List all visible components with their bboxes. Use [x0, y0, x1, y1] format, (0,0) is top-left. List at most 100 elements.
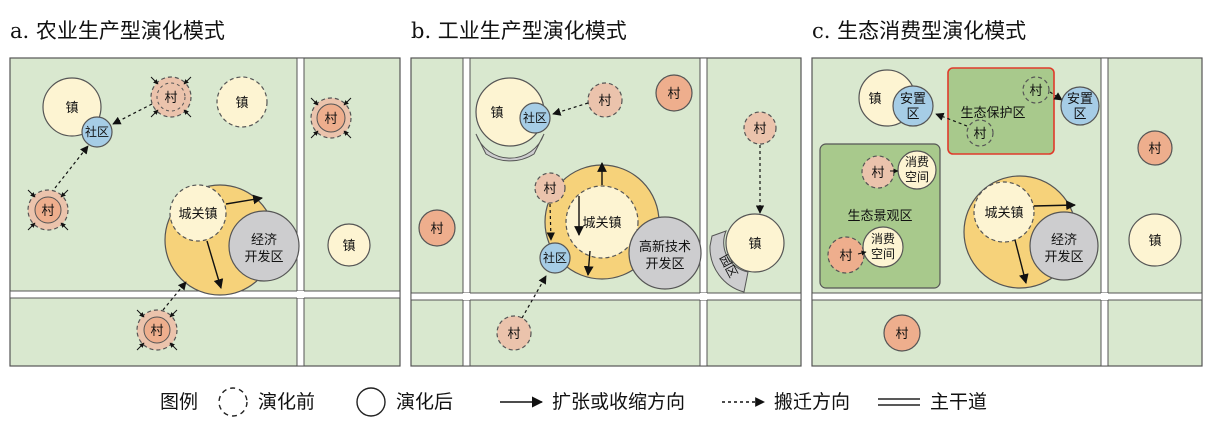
hightech-zone-circle — [628, 216, 702, 290]
resettlement-label: 区 — [1073, 107, 1086, 122]
legend-road-label: 主干道 — [930, 391, 987, 413]
legend-after-symbol — [356, 387, 386, 417]
relocation-arrow — [54, 145, 89, 189]
expansion-arrow — [206, 240, 224, 289]
county-town-label: 城关镇 — [582, 216, 621, 231]
econ-zone-label: 经济 — [251, 233, 277, 248]
county-town-label: 城关镇 — [984, 206, 1023, 221]
panel-b: 镇 社区 村 村 城关镇 高新技术 开发区 村 — [410, 57, 802, 367]
town-label: 镇 — [235, 96, 248, 111]
community-label: 社区 — [85, 124, 109, 139]
resettlement-label: 安置 — [900, 92, 926, 107]
town-before-circle: 镇 — [216, 76, 268, 128]
expansion-arrow — [225, 194, 263, 205]
legend-road-symbol — [878, 398, 920, 406]
village-label: 村 — [753, 122, 766, 137]
panel-c: 镇 安置 区 生态保护区 村 村 安置 区 生态景观区 村 — [811, 57, 1203, 367]
community-circle — [519, 102, 551, 134]
eco-landscape-label: 生态景观区 — [847, 209, 912, 224]
town-group: 镇 社区 — [475, 77, 551, 162]
village-label: 村 — [430, 222, 443, 237]
consumption-space-circle — [862, 226, 904, 268]
county-town-group: 城关镇 经济 开发区 — [963, 175, 1099, 289]
village-label: 村 — [1029, 84, 1042, 99]
relocation-arrow — [546, 203, 555, 241]
eco-landscape-zone: 生态景观区 村 消费 空间 村 消费 空间 — [819, 143, 941, 289]
consumption-label: 消费 — [905, 155, 929, 169]
legend-relocation-label: 搬迁方向 — [774, 391, 850, 413]
village-before-circle: 村 — [150, 76, 192, 118]
resettlement-label: 区 — [906, 107, 919, 122]
expansion-arrow — [1033, 200, 1076, 211]
main-road — [811, 57, 1203, 367]
consumption-label: 空间 — [871, 247, 895, 261]
town-circle: 镇 — [327, 223, 371, 267]
village-before-circle: 村 — [534, 172, 566, 204]
resettlement-circle: 安置 区 — [892, 85, 934, 127]
econ-zone-label: 开发区 — [1044, 249, 1083, 265]
village-label: 村 — [667, 87, 680, 102]
econ-zone-label: 经济 — [1051, 233, 1077, 248]
legend-title: 图例 — [160, 391, 198, 413]
community-label: 社区 — [523, 110, 547, 125]
panel-b-title: b. 工业生产型演化模式 — [411, 19, 627, 43]
village-circle: 村 — [1137, 130, 1173, 166]
county-town-label: 城关镇 — [178, 207, 217, 222]
legend-after-label: 演化后 — [396, 391, 453, 413]
relocation-arrow — [521, 275, 547, 319]
county-town-group: 城关镇 高新技术 开发区 — [544, 162, 702, 290]
town-label: 镇 — [748, 237, 761, 252]
consumption-label: 消费 — [871, 232, 895, 246]
relocation-arrow — [162, 281, 187, 311]
econ-zone-label: 开发区 — [244, 249, 283, 265]
relocation-arrow — [1049, 91, 1063, 101]
village-before-circle: 村 — [27, 189, 69, 231]
village-label: 村 — [41, 204, 54, 219]
resettlement-circle: 安置 区 — [1060, 86, 1100, 126]
legend-expansion-label: 扩张或收缩方向 — [552, 391, 685, 413]
consumption-label: 空间 — [905, 170, 929, 184]
community-label: 社区 — [543, 250, 567, 265]
expansion-arrow — [583, 250, 594, 276]
town-label: 镇 — [342, 239, 355, 254]
legend: 图例 演化前 演化后 扩张或收缩方向 搬迁方向 主干道 — [160, 387, 987, 417]
village-label: 村 — [598, 94, 611, 109]
hightech-zone-label: 高新技术 — [639, 239, 691, 255]
village-label: 村 — [164, 91, 177, 106]
community-circle: 社区 — [539, 242, 571, 274]
village-label: 村 — [839, 249, 852, 264]
village-circle: 村 — [883, 314, 921, 352]
relocation-arrow — [112, 103, 153, 125]
village-label: 村 — [973, 127, 986, 142]
panel-a-title: a. 农业生产型演化模式 — [10, 19, 225, 43]
community-circle: 社区 — [81, 116, 113, 148]
village-before-circle: 村 — [136, 309, 178, 351]
hightech-zone-label: 开发区 — [645, 256, 684, 272]
resettlement-label: 安置 — [1067, 92, 1093, 107]
main-road — [410, 57, 802, 367]
village-before-circle — [966, 119, 994, 147]
town-group: 园区 镇 — [709, 213, 785, 293]
village-before-circle: 村 — [496, 315, 532, 351]
village-label: 村 — [324, 112, 337, 127]
village-label: 村 — [150, 324, 163, 339]
econ-zone-circle — [1029, 211, 1099, 281]
expansion-arrow — [1014, 239, 1029, 284]
town-label: 镇 — [868, 92, 881, 107]
eco-protection-label: 生态保护区 — [960, 106, 1025, 121]
town-circle: 镇 — [1128, 213, 1182, 267]
village-before-circle: 村 — [310, 97, 352, 139]
legend-before-label: 演化前 — [258, 391, 315, 413]
relocation-arrow — [552, 102, 589, 116]
village-label: 村 — [871, 166, 884, 181]
village-label: 村 — [1148, 142, 1161, 157]
village-before-circle: 村 — [587, 82, 623, 118]
village-circle: 村 — [655, 74, 693, 112]
town-label: 镇 — [1148, 234, 1161, 249]
county-town-group: 城关镇 经济 开发区 — [164, 184, 300, 296]
village-label: 村 — [895, 327, 908, 342]
eco-protection-zone: 生态保护区 村 村 — [947, 67, 1055, 155]
panel-a: 村 镇 社区 镇 村 — [9, 57, 401, 367]
